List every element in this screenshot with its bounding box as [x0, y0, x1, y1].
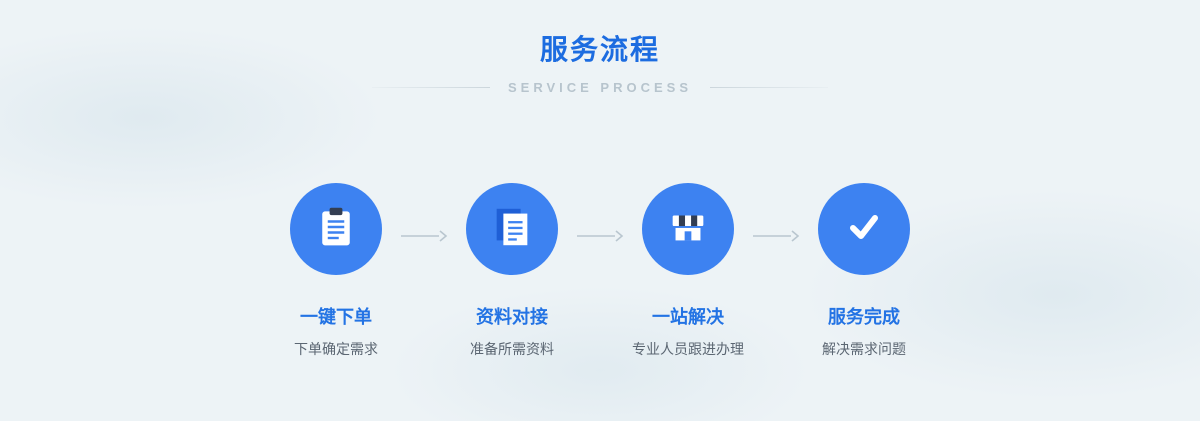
step-title: 一站解决 — [652, 307, 724, 327]
process-steps-row: 一键下单 下单确定需求 — [0, 183, 1200, 359]
page-title: 服务流程 — [539, 34, 660, 65]
step-icon-circle — [642, 183, 734, 275]
clipboard-order-icon — [314, 205, 358, 254]
process-step-4: 服务完成 解决需求问题 — [818, 183, 910, 359]
step-desc: 专业人员跟进办理 — [632, 341, 744, 357]
step-desc: 解决需求问题 — [822, 341, 906, 357]
arrow-right-icon — [576, 229, 624, 243]
process-step-2: 资料对接 准备所需资料 — [466, 183, 558, 359]
step-icon-circle — [290, 183, 382, 275]
process-step-3: 一站解决 专业人员跟进办理 — [632, 183, 744, 359]
checkmark-icon — [840, 203, 888, 256]
step-icon-circle — [466, 183, 558, 275]
step-desc: 下单确定需求 — [294, 341, 378, 357]
storefront-icon — [665, 204, 711, 255]
step-title: 资料对接 — [476, 307, 548, 327]
step-icon-circle — [818, 183, 910, 275]
step-desc: 准备所需资料 — [470, 341, 554, 357]
process-step-1: 一键下单 下单确定需求 — [290, 183, 382, 359]
section-subtitle: SERVICE PROCESS — [507, 80, 693, 95]
step-title: 服务完成 — [828, 307, 900, 327]
step-title: 一键下单 — [300, 307, 372, 327]
divider-line-right — [710, 87, 829, 88]
subtitle-row: SERVICE PROCESS — [0, 80, 1200, 95]
divider-line-left — [371, 87, 490, 88]
arrow-right-icon — [752, 229, 800, 243]
arrow-right-icon — [400, 229, 448, 243]
documents-icon — [489, 204, 535, 255]
section-header: 服务流程 SERVICE PROCESS — [0, 0, 1200, 95]
